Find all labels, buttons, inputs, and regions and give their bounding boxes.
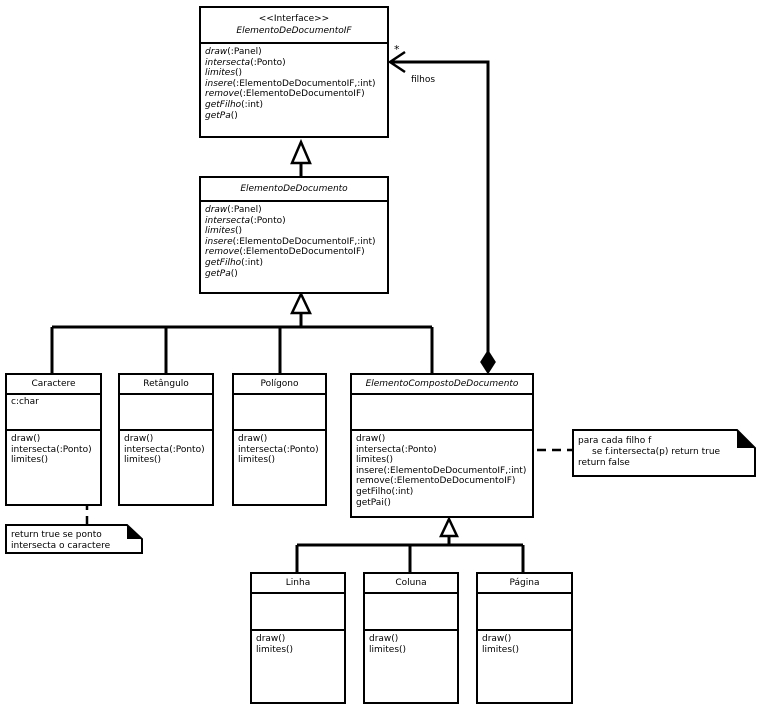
note-composite: para cada filho f se f.intersecta(p) ret… bbox=[573, 434, 725, 471]
operation: draw() bbox=[238, 434, 268, 444]
operations-compartment: draw() intersecta(:Ponto) limites() bbox=[7, 431, 100, 469]
operation: getPa() bbox=[205, 110, 238, 121]
attributes-compartment bbox=[252, 594, 344, 631]
class-poligono[interactable]: Polígono draw() intersecta(:Ponto) limit… bbox=[232, 373, 327, 506]
attributes-compartment bbox=[120, 395, 212, 431]
attribute: c:char bbox=[11, 397, 39, 407]
operation: remove(:ElementoDeDocumentoIF) bbox=[356, 476, 516, 487]
operation: limites() bbox=[482, 644, 520, 655]
operation: intersecta(:Ponto) bbox=[356, 444, 437, 455]
operations-compartment: draw() limites() bbox=[478, 631, 571, 658]
operation: limites() bbox=[124, 455, 162, 466]
note-shape-caractere bbox=[5, 524, 143, 554]
class-pagina[interactable]: Página draw() limites() bbox=[476, 572, 573, 704]
class-name: Polígono bbox=[260, 379, 299, 389]
aggregation-diamond bbox=[480, 349, 496, 375]
class-header: Retângulo bbox=[120, 375, 212, 395]
class-caractere[interactable]: Caractere c:char draw() intersecta(:Pont… bbox=[5, 373, 102, 506]
operation: limites() bbox=[369, 644, 407, 655]
operations-compartment: draw() intersecta(:Ponto) limites() bbox=[120, 431, 212, 469]
operation: intersecta(:Ponto) bbox=[205, 57, 286, 68]
class-coluna[interactable]: Coluna draw() limites() bbox=[363, 572, 459, 704]
class-header: Coluna bbox=[365, 574, 457, 594]
generalization-arrowhead-composite bbox=[439, 516, 459, 538]
attributes-compartment: c:char bbox=[7, 395, 100, 431]
operation: draw(:Panel) bbox=[205, 47, 262, 57]
operation: insere(:ElementoDeDocumentoIF,:int) bbox=[205, 236, 376, 247]
class-elemento-de-documento-if[interactable]: <<Interface>> ElementoDeDocumentoIF draw… bbox=[199, 6, 389, 138]
note-line: se f.intersecta(p) return true bbox=[592, 447, 721, 457]
generalization-arrowhead-interface bbox=[290, 138, 312, 165]
operations-compartment: draw() intersecta(:Ponto) limites() bbox=[234, 431, 325, 469]
note-line: return true se ponto bbox=[11, 530, 102, 540]
class-header: Página bbox=[478, 574, 571, 594]
note-line: return false bbox=[578, 458, 630, 468]
operation: draw() bbox=[369, 634, 399, 644]
operation: limites() bbox=[256, 644, 294, 655]
operation: intersecta(:Ponto) bbox=[205, 215, 286, 226]
attributes-compartment bbox=[478, 594, 571, 631]
class-header: Polígono bbox=[234, 375, 325, 395]
generalization-arrowhead-abstract bbox=[290, 291, 312, 315]
operations-compartment: draw(:Panel) intersecta(:Ponto) limites(… bbox=[201, 44, 387, 124]
navigability-arrowhead bbox=[387, 50, 406, 74]
class-name: Retângulo bbox=[143, 379, 189, 389]
class-header: ElementoCompostoDeDocumento bbox=[352, 375, 532, 395]
operation: getFilho(:int) bbox=[205, 257, 263, 268]
multiplicity-label: * bbox=[394, 43, 400, 56]
note-shape-composite bbox=[572, 429, 756, 477]
class-header: Linha bbox=[252, 574, 344, 594]
class-header: ElementoDeDocumento bbox=[201, 178, 387, 202]
operation: draw() bbox=[256, 634, 286, 644]
attributes-compartment bbox=[234, 395, 325, 431]
class-header: Caractere bbox=[7, 375, 100, 395]
operation: intersecta(:Ponto) bbox=[238, 444, 319, 455]
operation: draw() bbox=[482, 634, 512, 644]
class-retangulo[interactable]: Retângulo draw() intersecta(:Ponto) limi… bbox=[118, 373, 214, 506]
operations-compartment: draw(:Panel) intersecta(:Ponto) limites(… bbox=[201, 202, 387, 282]
attributes-compartment bbox=[365, 594, 457, 631]
operation: remove(:ElementoDeDocumentoIF) bbox=[205, 89, 365, 100]
operation: getFilho(:int) bbox=[356, 486, 414, 497]
operation: limites() bbox=[11, 455, 49, 466]
operation: limites() bbox=[205, 68, 243, 79]
operation: limites() bbox=[205, 226, 243, 237]
operation: intersecta(:Ponto) bbox=[11, 444, 92, 455]
note-line: intersecta o caractere bbox=[11, 541, 111, 551]
class-name: Página bbox=[509, 578, 540, 588]
note-caractere: return true se ponto intersecta o caract… bbox=[6, 528, 115, 554]
class-name: Coluna bbox=[395, 578, 427, 588]
class-name: Linha bbox=[285, 578, 311, 588]
operation: draw() bbox=[356, 434, 386, 444]
aggregation-line bbox=[390, 60, 490, 353]
operations-compartment: draw() limites() bbox=[252, 631, 344, 658]
operation: insere(:ElementoDeDocumentoIF,:int) bbox=[356, 465, 527, 476]
operation: intersecta(:Ponto) bbox=[124, 444, 205, 455]
operation: getFilho(:int) bbox=[205, 99, 263, 110]
operations-compartment: draw() intersecta(:Ponto) limites() inse… bbox=[352, 431, 532, 511]
role-label: filhos bbox=[411, 75, 436, 85]
operation: getPa() bbox=[205, 268, 238, 279]
class-elemento-composto-de-documento[interactable]: ElementoCompostoDeDocumento draw() inter… bbox=[350, 373, 534, 518]
operation: draw() bbox=[124, 434, 154, 444]
operation: draw() bbox=[11, 434, 41, 444]
attributes-compartment bbox=[352, 395, 532, 431]
operation: limites() bbox=[238, 455, 276, 466]
operation: limites() bbox=[356, 455, 394, 466]
operation: getPai() bbox=[356, 497, 391, 508]
operation: draw(:Panel) bbox=[205, 205, 262, 215]
class-elemento-de-documento[interactable]: ElementoDeDocumento draw(:Panel) interse… bbox=[199, 176, 389, 294]
note-line: para cada filho f bbox=[578, 436, 652, 446]
operation: remove(:ElementoDeDocumentoIF) bbox=[205, 247, 365, 258]
operation: insere(:ElementoDeDocumentoIF,:int) bbox=[205, 78, 376, 89]
stereotype-label: <<Interface>> bbox=[258, 14, 330, 24]
class-name: ElementoCompostoDeDocumento bbox=[365, 379, 519, 389]
class-name: ElementoDeDocumento bbox=[240, 184, 348, 194]
class-name: Caractere bbox=[31, 379, 76, 389]
class-linha[interactable]: Linha draw() limites() bbox=[250, 572, 346, 704]
class-name: ElementoDeDocumentoIF bbox=[236, 26, 352, 36]
operations-compartment: draw() limites() bbox=[365, 631, 457, 658]
class-header: <<Interface>> ElementoDeDocumentoIF bbox=[201, 8, 387, 44]
